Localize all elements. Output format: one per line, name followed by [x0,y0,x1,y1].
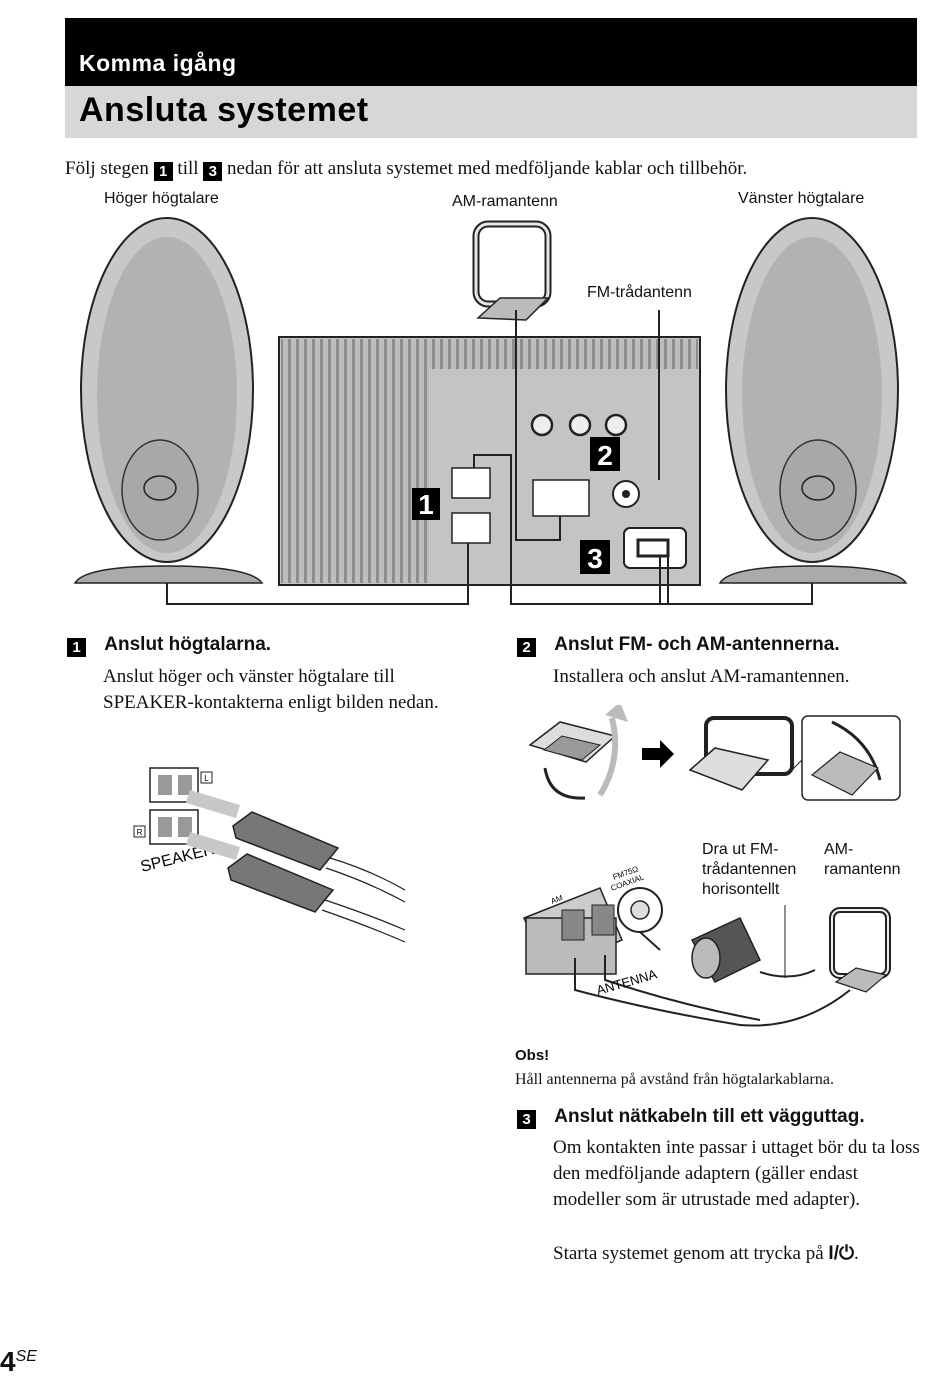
left-speaker [718,217,908,584]
antenna-connection-figure: AM FM75Ω COAXIAL ANTENNA [522,864,891,1027]
step3-heading-row: 3 Anslut nätkabeln till ett vägguttag. [517,1106,865,1129]
step2-badge: 2 [517,638,536,657]
fm-plug [690,905,816,983]
fm-pull-label: Dra ut FM- trådantennen horisontellt [702,841,797,898]
left-speaker-label: Vänster högtalare [738,190,865,207]
power-text: Starta systemet genom att trycka på [553,1243,824,1264]
am-loop-antenna [472,220,552,321]
step1-heading-row: 1 Anslut högtalarna. [67,634,271,657]
svg-text:R: R [137,828,143,837]
section-header: Komma igång [65,18,917,86]
step-badge: 1 [153,162,173,181]
am-terminal-block: AM [522,887,623,975]
page-title-bar: Ansluta systemet [65,86,917,138]
intro-before: Följ stegen [65,158,149,179]
step3-badge: 3 [517,1110,536,1129]
main-unit-rear [278,336,701,586]
speaker-terminal-block: L R SPEAKER [133,767,216,876]
page-number: 4SE [0,1346,37,1377]
insert-arrows [186,790,240,860]
arrow-icon [642,740,674,768]
antenna-assembled [688,716,794,791]
step2-body: Installera och anslut AM-ramantennen. [553,666,850,687]
note-title: Obs! [515,1047,550,1064]
note-text: Håll antennerna på avstånd från högtalar… [515,1071,834,1088]
system-connection-diagram: 1 2 3 [73,217,908,605]
antenna-detail-inset [789,715,901,801]
callout-3: 3 [580,540,610,574]
callout-1: 1 [412,488,440,520]
step-badge: 3 [203,162,223,181]
step3-power-line: Starta systemet genom att trycka på I/⏻. [553,1241,859,1267]
right-speaker-label: Höger högtalare [104,190,219,207]
intro-text: Följ stegen 1 till 3 nedan för att anslu… [65,158,747,181]
step2-heading: Anslut FM- och AM-antennerna. [554,634,840,655]
step3-body: Om kontakten inte passar i uttaget bör d… [553,1137,920,1210]
right-speaker [73,217,264,584]
am-loop-label: AM- ramantenn [824,841,901,878]
power-end: . [854,1243,859,1264]
svg-text:3: 3 [587,543,603,574]
step2-heading-row: 2 Anslut FM- och AM-antennerna. [517,634,840,657]
intro-middle: till [177,158,199,179]
fm-antenna-label: FM-trådantenn [587,284,692,301]
svg-text:2: 2 [597,440,613,471]
antenna-folded [528,705,628,800]
power-icon: I/⏻ [828,1243,855,1264]
step1-heading: Anslut högtalarna. [104,634,272,655]
step1-badge: 1 [67,638,86,657]
speaker-plugs [227,811,406,943]
speaker-cable-figure: L R SPEAKER [133,767,406,943]
section-title: Komma igång [79,50,237,76]
svg-text:AM: AM [550,893,565,906]
cables [166,310,813,605]
antenna-wires [574,931,851,1027]
am-antenna-label: AM-ramantenn [452,193,558,210]
am-loop-small [829,907,891,993]
callout-2: 2 [590,437,620,471]
fm-coax-jack: FM75Ω COAXIAL [610,864,663,933]
svg-text:1: 1 [418,489,434,520]
intro-after: nedan för att ansluta systemet med medfö… [227,158,748,179]
step3-heading: Anslut nätkabeln till ett vägguttag. [554,1106,865,1127]
step1-body: Anslut höger och vänster högtalare till … [103,666,439,713]
am-antenna-assembly-figure [528,705,901,801]
svg-text:L: L [204,774,209,783]
page-title: Ansluta systemet [79,91,369,129]
